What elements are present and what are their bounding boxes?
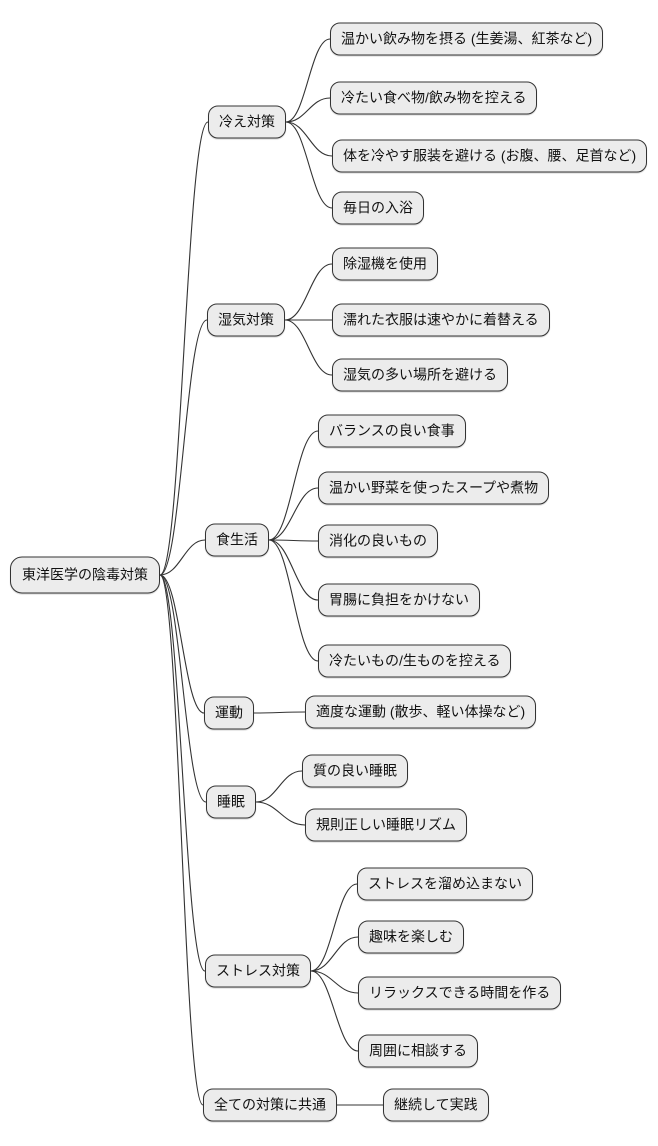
mindmap-node-leaf: 質の良い睡眠 bbox=[302, 754, 408, 788]
mindmap-edge bbox=[285, 121, 333, 157]
mindmap-node-leaf: 温かい飲み物を摂る (生姜湯、紅茶など) bbox=[330, 22, 604, 56]
mindmap-node-branch: 食生活 bbox=[205, 523, 269, 557]
mindmap-edge bbox=[159, 121, 209, 576]
mindmap-node-leaf: バランスの良い食事 bbox=[318, 414, 466, 448]
mindmap-edge bbox=[159, 574, 206, 972]
mindmap-edge bbox=[159, 574, 204, 1106]
mindmap-edge bbox=[159, 539, 206, 576]
mindmap-node-leaf: 温かい野菜を使ったスープや煮物 bbox=[318, 471, 550, 505]
mindmap-node-leaf: 規則正しい睡眠リズム bbox=[305, 808, 467, 842]
mindmap-edge bbox=[268, 539, 319, 601]
mindmap-edge bbox=[159, 319, 208, 576]
mindmap-node-branch: 運動 bbox=[204, 696, 254, 730]
mindmap-node-leaf: 消化の良いもの bbox=[318, 524, 438, 558]
mindmap-edge bbox=[310, 970, 359, 994]
mindmap-edge bbox=[285, 121, 333, 209]
mindmap-node-leaf: 趣味を楽しむ bbox=[358, 920, 464, 954]
mindmap-node-branch: ストレス対策 bbox=[205, 954, 311, 988]
mindmap-node-leaf: 継続して実践 bbox=[383, 1088, 489, 1122]
mindmap-node-leaf: ストレスを溜め込まない bbox=[357, 867, 533, 901]
mindmap-node-branch: 冷え対策 bbox=[208, 105, 286, 139]
mindmap-node-leaf: 周囲に相談する bbox=[358, 1034, 478, 1068]
mindmap-edge bbox=[268, 487, 319, 541]
mindmap-edge bbox=[268, 430, 319, 541]
mindmap-node-leaf: 湿気の多い場所を避ける bbox=[332, 358, 508, 392]
mindmap-node-branch: 全ての対策に共通 bbox=[203, 1088, 337, 1122]
mindmap-node-branch: 湿気対策 bbox=[207, 303, 285, 337]
mindmap-edge bbox=[285, 97, 331, 123]
mindmap-node-leaf: 濡れた衣服は速やかに着替える bbox=[332, 303, 550, 337]
mindmap-node-leaf: 冷たい食べ物/飲み物を控える bbox=[330, 81, 538, 115]
mindmap-edge bbox=[159, 574, 207, 803]
mindmap-edge bbox=[284, 263, 333, 321]
mindmap-node-leaf: 胃腸に負担をかけない bbox=[318, 583, 480, 617]
mindmap-edge bbox=[284, 319, 333, 376]
mindmap-edge bbox=[255, 770, 303, 803]
mindmap-node-leaf: 体を冷やす服装を避ける (お腹、腰、足首など) bbox=[332, 139, 648, 173]
mindmap-edge bbox=[253, 711, 306, 714]
mindmap-edge bbox=[285, 38, 331, 123]
mindmap-node-root: 東洋医学の陰毒対策 bbox=[10, 556, 160, 594]
mindmap-edge bbox=[268, 539, 319, 662]
mindmap-edge bbox=[310, 936, 359, 972]
mindmap-edge bbox=[268, 539, 319, 542]
mindmap-node-leaf: 除湿機を使用 bbox=[332, 247, 438, 281]
mindmap-edge bbox=[159, 574, 205, 714]
mindmap-node-leaf: リラックスできる時間を作る bbox=[358, 976, 562, 1010]
mindmap-edge bbox=[310, 970, 359, 1052]
mindmap-node-leaf: 毎日の入浴 bbox=[332, 191, 424, 225]
mindmap-node-branch: 睡眠 bbox=[206, 785, 256, 819]
mindmap-edge bbox=[310, 883, 358, 972]
mindmap-node-leaf: 冷たいもの/生ものを控える bbox=[318, 644, 512, 678]
mindmap-node-leaf: 適度な運動 (散歩、軽い体操など) bbox=[305, 695, 537, 729]
mindmap-edge bbox=[255, 801, 306, 826]
